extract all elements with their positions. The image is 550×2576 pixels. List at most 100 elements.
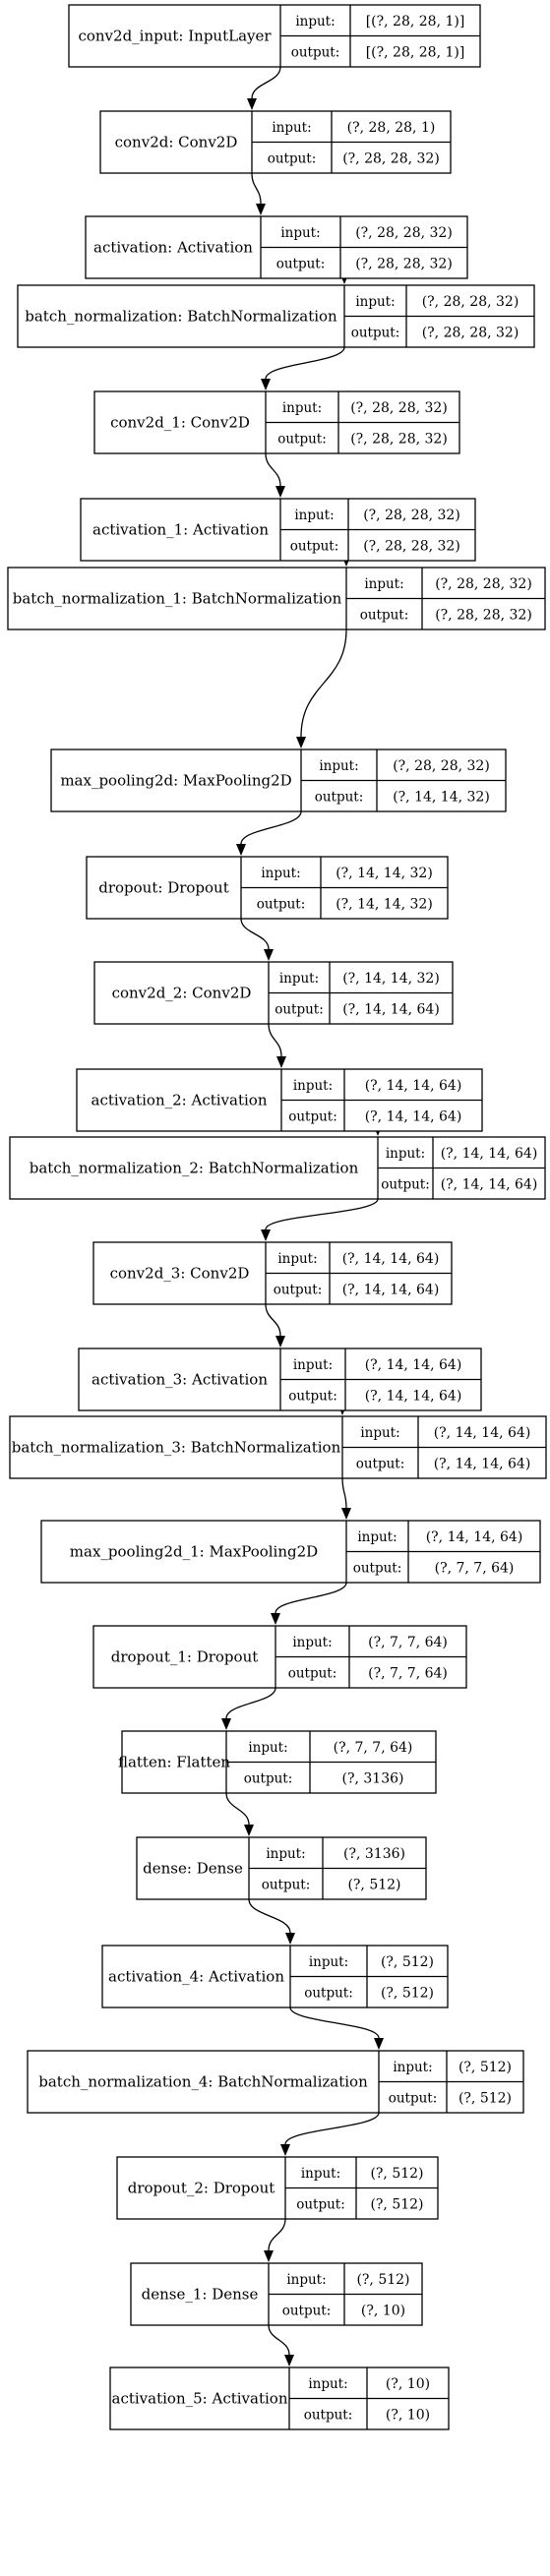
arrowhead-icon [275,486,285,498]
edge-arrow [265,452,285,498]
output-label: output: [360,607,409,623]
edge-arrow [289,2007,384,2050]
arrowhead-icon [341,1508,351,1520]
output-shape: (?, 7, 7, 64) [368,1665,448,1681]
input-shape: (?, 28, 28, 32) [350,400,448,416]
edge-line [251,66,281,99]
layer-name: max_pooling2d: MaxPooling2D [60,772,291,790]
output-shape: (?, 3136) [342,1770,404,1786]
arrowhead-icon [284,2355,294,2366]
edge-arrow [221,1687,276,1730]
edge-arrow [265,1303,285,1348]
output-shape: (?, 14, 14, 64) [434,1456,531,1471]
layer-name: activation_5: Activation [112,2390,288,2408]
output-label: output: [351,325,400,340]
edge-line [289,2007,380,2039]
edge-arrow [268,2324,294,2366]
layer-name: conv2d: Conv2D [115,134,238,151]
layer-name: activation_1: Activation [92,521,269,539]
input-shape: (?, 14, 14, 64) [342,1251,440,1267]
layer-node: batch_normalization: BatchNormalizationi… [17,284,535,348]
input-label: input: [364,576,403,592]
input-shape: (?, 7, 7, 64) [368,1635,448,1650]
output-shape: (?, 28, 28, 32) [342,150,440,166]
arrowhead-icon [374,2038,384,2050]
output-label: output: [291,44,340,60]
edge-line [265,346,345,380]
output-label: output: [244,1770,293,1786]
layer-name: batch_normalization_1: BatchNormalizatio… [13,590,342,608]
input-shape: (?, 512) [458,2060,512,2075]
input-shape: (?, 14, 14, 64) [441,1146,538,1162]
layer-name: dense: Dense [143,1860,243,1878]
input-shape: (?, 28, 28, 32) [355,225,453,241]
input-shape: (?, 14, 14, 64) [365,1357,462,1373]
arrowhead-icon [275,1336,285,1348]
output-shape: (?, 512) [370,2196,423,2212]
layer-name: dropout_1: Dropout [111,1648,259,1666]
output-shape: (?, 28, 28, 32) [355,256,453,271]
edge-line [341,1477,347,1509]
output-label: output: [268,150,317,166]
layer-node: conv2d_input: InputLayerinput:output:[(?… [68,4,481,68]
layer-box [50,749,507,812]
output-label: output: [356,1456,405,1471]
input-shape: (?, 14, 14, 64) [426,1529,523,1545]
input-label: input: [295,14,335,30]
edge-line [265,452,281,487]
output-shape: (?, 512) [458,2090,512,2106]
edge-arrow [268,1023,286,1068]
edge-arrow [261,1198,379,1241]
input-label: input: [319,758,358,774]
arrowhead-icon [296,737,306,749]
input-shape: (?, 28, 28, 32) [435,576,532,592]
output-label: output: [288,1665,337,1681]
layer-node: max_pooling2d_1: MaxPooling2Dinput:outpu… [40,1520,541,1584]
input-shape: (?, 28, 28, 32) [363,508,460,523]
edge-arrow [225,1792,254,1836]
edge-arrow [240,918,274,961]
layer-name: flatten: Flatten [118,1754,230,1771]
output-shape: (?, 14, 14, 64) [342,1282,440,1297]
arrowhead-icon [264,2250,274,2262]
input-shape: (?, 28, 28, 32) [422,294,519,310]
layer-node: batch_normalization_2: BatchNormalizatio… [9,1136,546,1200]
edge-line [248,1898,291,1934]
input-shape: (?, 14, 14, 64) [434,1425,531,1441]
output-label: output: [274,1282,323,1297]
output-label: output: [282,2303,332,2318]
input-label: input: [248,1740,287,1756]
output-label: output: [315,789,364,805]
layer-node: activation_5: Activationinput:output:(?,… [109,2366,450,2430]
diagram-nodes: conv2d_input: InputLayerinput:output:[(?… [7,4,547,2430]
layer-node: batch_normalization_3: BatchNormalizatio… [9,1415,547,1479]
layer-name: batch_normalization_3: BatchNormalizatio… [12,1439,341,1457]
edge-arrow [236,810,302,856]
output-label: output: [288,1108,337,1124]
output-label: output: [257,896,306,912]
output-shape: (?, 28, 28, 32) [435,607,532,623]
layer-node: activation_1: Activationinput:output:(?,… [80,498,476,562]
layer-name: conv2d_input: InputLayer [78,28,272,45]
output-shape: (?, 28, 28, 32) [350,431,448,447]
arrowhead-icon [256,204,266,215]
layer-name: activation_2: Activation [92,1092,268,1109]
output-shape: (?, 512) [381,1985,434,2001]
layer-name: dropout: Dropout [98,879,229,897]
layer-node: batch_normalization_1: BatchNormalizatio… [7,567,546,630]
layer-node: batch_normalization_4: BatchNormalizatio… [27,2050,524,2114]
output-label: output: [389,2090,438,2106]
output-shape: (?, 10) [361,2303,405,2318]
edge-line [268,2324,290,2356]
output-label: output: [304,2407,353,2423]
output-label: output: [296,2196,345,2212]
edge-line [300,629,347,738]
